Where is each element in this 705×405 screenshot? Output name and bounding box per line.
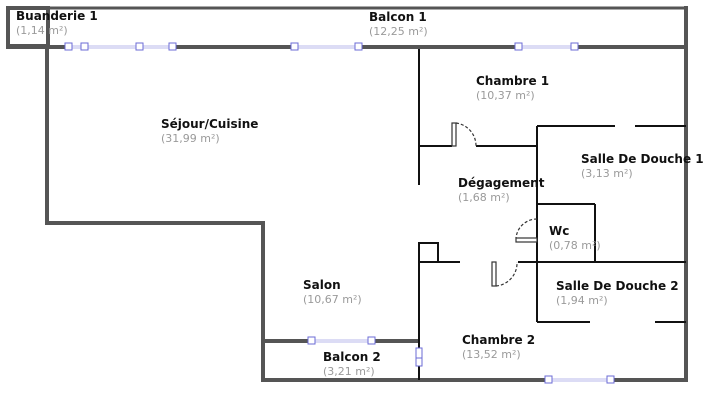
room-area: (10,37 m²) bbox=[476, 89, 535, 102]
door-wc bbox=[515, 237, 538, 243]
window bbox=[307, 336, 376, 345]
window bbox=[514, 42, 579, 51]
room-name: Dégagement bbox=[458, 176, 545, 190]
room-label: Chambre 2(13,52 m²) bbox=[462, 333, 535, 362]
window bbox=[544, 375, 615, 384]
room-area: (3,13 m²) bbox=[581, 167, 633, 180]
windows bbox=[64, 42, 615, 384]
room-area: (3,21 m²) bbox=[323, 365, 375, 378]
room-area: (10,67 m²) bbox=[303, 293, 362, 306]
doors bbox=[451, 122, 538, 287]
room-area: (13,52 m²) bbox=[462, 348, 521, 361]
room-name: Balcon 1 bbox=[369, 10, 427, 24]
door-chambre-2 bbox=[491, 261, 497, 287]
room-name: Chambre 1 bbox=[476, 74, 550, 88]
room-area: (1,94 m²) bbox=[556, 294, 608, 307]
room-name: Chambre 2 bbox=[462, 333, 536, 347]
room-name: Salon bbox=[303, 278, 341, 292]
room-label: Salon(10,67 m²) bbox=[303, 278, 362, 307]
room-area: (0,78 m²) bbox=[549, 239, 601, 252]
room-area: (1,68 m²) bbox=[458, 191, 510, 204]
room-name: Séjour/Cuisine bbox=[161, 117, 259, 131]
room-label: Balcon 2(3,21 m²) bbox=[323, 350, 381, 379]
room-name: Wc bbox=[549, 224, 570, 238]
door-chambre-1 bbox=[451, 122, 457, 147]
exterior-walls bbox=[6, 6, 688, 382]
room-label: Wc(0,78 m²) bbox=[549, 224, 601, 253]
room-area: (1,14 m²) bbox=[16, 24, 68, 37]
room-name: Salle De Douche 1 bbox=[581, 152, 704, 166]
interior-walls bbox=[418, 49, 686, 380]
room-label: Balcon 1(12,25 m²) bbox=[369, 10, 428, 39]
window bbox=[290, 42, 363, 51]
room-name: Salle De Douche 2 bbox=[556, 279, 679, 293]
room-label: Chambre 1(10,37 m²) bbox=[476, 74, 549, 103]
room-area: (12,25 m²) bbox=[369, 25, 428, 38]
room-area: (31,99 m²) bbox=[161, 132, 220, 145]
room-label: Salle De Douche 2(1,94 m²) bbox=[556, 279, 679, 308]
room-label: Salle De Douche 1(3,13 m²) bbox=[581, 152, 704, 181]
window bbox=[415, 347, 423, 367]
room-label: Buanderie 1(1,14 m²) bbox=[16, 9, 98, 38]
window bbox=[64, 42, 177, 51]
room-label: Séjour/Cuisine(31,99 m²) bbox=[161, 117, 258, 146]
room-name: Buanderie 1 bbox=[16, 9, 98, 23]
room-name: Balcon 2 bbox=[323, 350, 381, 364]
room-label: Dégagement(1,68 m²) bbox=[458, 176, 544, 205]
